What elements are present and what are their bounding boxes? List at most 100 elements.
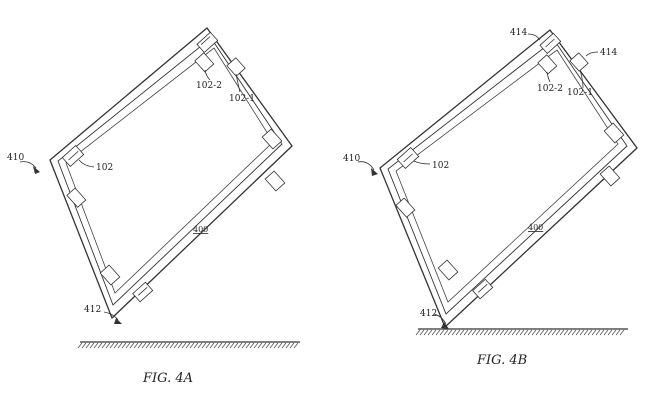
hatch-stroke xyxy=(290,343,294,348)
hatch-stroke xyxy=(608,330,612,335)
hatch-stroke xyxy=(588,330,592,335)
label-102: 102 xyxy=(432,161,449,171)
hatch-stroke xyxy=(214,343,218,348)
hatch-stroke xyxy=(134,343,138,348)
device-housing-outer xyxy=(380,30,637,327)
sensor-right-lower xyxy=(600,166,620,186)
leader-414-right xyxy=(586,52,598,56)
hatch-stroke xyxy=(242,343,246,348)
hatch-stroke xyxy=(420,330,424,335)
hatch-stroke xyxy=(90,343,94,348)
hatch-stroke xyxy=(436,330,440,335)
hatch-stroke xyxy=(428,330,432,335)
hatch-stroke xyxy=(600,330,604,335)
hatch-stroke xyxy=(194,343,198,348)
hatch-stroke xyxy=(166,343,170,348)
label-414-right: 414 xyxy=(600,48,617,58)
hatch-stroke xyxy=(468,330,472,335)
leader-102-1 xyxy=(236,74,240,92)
hatch-stroke xyxy=(138,343,142,348)
hatch-stroke xyxy=(126,343,130,348)
hatch-stroke xyxy=(270,343,274,348)
ground-hatching xyxy=(416,330,624,335)
label-412: 412 xyxy=(84,305,101,315)
label-410: 410 xyxy=(7,153,24,163)
hatch-stroke xyxy=(460,330,464,335)
hatch-stroke xyxy=(150,343,154,348)
hatch-stroke xyxy=(238,343,242,348)
hatch-stroke xyxy=(282,343,286,348)
hatch-stroke xyxy=(258,343,262,348)
hatch-stroke xyxy=(576,330,580,335)
hatch-stroke xyxy=(110,343,114,348)
hatch-stroke xyxy=(448,330,452,335)
hatch-stroke xyxy=(210,343,214,348)
sensor-102 xyxy=(62,146,83,167)
hatch-stroke xyxy=(154,343,158,348)
hatch-stroke xyxy=(190,343,194,348)
hatch-stroke xyxy=(528,330,532,335)
hatch-stroke xyxy=(556,330,560,335)
label-102-1: 102-1 xyxy=(229,94,255,104)
hatch-stroke xyxy=(452,330,456,335)
hatch-stroke xyxy=(182,343,186,348)
hatch-stroke xyxy=(130,343,134,348)
hatch-stroke xyxy=(500,330,504,335)
hatch-stroke xyxy=(122,343,126,348)
hatch-stroke xyxy=(86,343,90,348)
hatch-stroke xyxy=(560,330,564,335)
hatch-stroke xyxy=(496,330,500,335)
sensor-bottom-corner xyxy=(133,282,153,302)
hatch-stroke xyxy=(476,330,480,335)
hatch-stroke xyxy=(484,330,488,335)
hatch-stroke xyxy=(222,343,226,348)
hatch-stroke xyxy=(424,330,428,335)
hatch-stroke xyxy=(118,343,122,348)
hatch-stroke xyxy=(612,330,616,335)
label-102-2: 102-2 xyxy=(196,81,222,91)
sensor-102-2 xyxy=(538,55,557,74)
hatch-stroke xyxy=(444,330,448,335)
label-410: 410 xyxy=(343,154,360,164)
device-housing-inner xyxy=(388,40,627,314)
hatch-stroke xyxy=(102,343,106,348)
hatch-stroke xyxy=(78,343,82,348)
leader-lines xyxy=(358,34,598,324)
label-414-left: 414 xyxy=(510,28,527,38)
hatch-stroke xyxy=(604,330,608,335)
hatch-stroke xyxy=(596,330,600,335)
hatch-stroke xyxy=(592,330,596,335)
arrowhead-412 xyxy=(441,322,449,329)
hatch-stroke xyxy=(464,330,468,335)
hatch-stroke xyxy=(162,343,166,348)
hatch-stroke xyxy=(274,343,278,348)
hatch-stroke xyxy=(198,343,202,348)
hatch-stroke xyxy=(114,343,118,348)
arrowhead-410 xyxy=(33,166,40,174)
hatch-stroke xyxy=(170,343,174,348)
hatch-stroke xyxy=(536,330,540,335)
hatch-stroke xyxy=(146,343,150,348)
sensor-left-lower xyxy=(438,260,458,280)
device-reference-label: 400 xyxy=(528,223,543,232)
hatch-stroke xyxy=(540,330,544,335)
hatch-stroke xyxy=(142,343,146,348)
hatch-stroke xyxy=(548,330,552,335)
hatch-stroke xyxy=(202,343,206,348)
label-102: 102 xyxy=(96,163,113,173)
hatch-stroke xyxy=(158,343,162,348)
hatch-stroke xyxy=(552,330,556,335)
hatch-stroke xyxy=(226,343,230,348)
hatch-stroke xyxy=(580,330,584,335)
sensor-right-upper xyxy=(262,129,282,149)
hatch-stroke xyxy=(492,330,496,335)
device-housing-outer xyxy=(50,28,292,318)
hatch-stroke xyxy=(520,330,524,335)
ground-hatching xyxy=(78,343,298,348)
hatch-stroke xyxy=(254,343,258,348)
hatch-stroke xyxy=(568,330,572,335)
hatch-stroke xyxy=(480,330,484,335)
label-102-2: 102-2 xyxy=(537,84,563,94)
figure-4a: 410 412 102 102-2 102-1 400 FIG. 4A xyxy=(7,28,300,386)
